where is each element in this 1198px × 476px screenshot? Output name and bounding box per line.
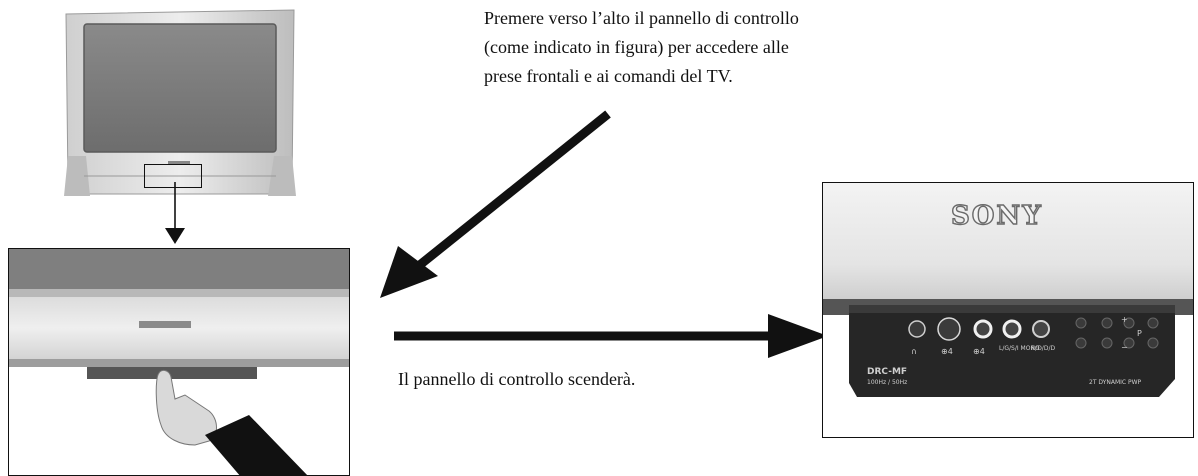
diagonal-arrow-shaft (413, 110, 611, 272)
panel-highlight-box (144, 164, 202, 188)
svideo-label: ⊕4 (941, 347, 953, 356)
audio-left-label: L/G/S/I MONO (999, 345, 1040, 352)
video-label: ⊕4 (973, 347, 985, 356)
finger-shape (155, 369, 217, 446)
diagonal-arrow (380, 110, 611, 298)
video-jack (973, 319, 993, 339)
closeup-open-drawing (823, 183, 1193, 437)
diagonal-arrow-head (380, 246, 438, 298)
button-p-label: P (1137, 329, 1142, 338)
audio-right-label: R/D/D/D (1031, 345, 1056, 352)
dynamic-label: 2T DYNAMIC PWP (1089, 379, 1142, 386)
button-plus-label: + (1121, 315, 1128, 324)
tv-front-illustration (60, 6, 300, 206)
closeup-press-drawing (9, 249, 349, 475)
brand-mark (139, 321, 191, 328)
closeup-open-panel: SONY ∩ ⊕4 ⊕4 L/G/S/I MONO R/D/D/D + P − … (822, 182, 1194, 438)
instruction-line-2: (come indicato in figura) per accedere a… (484, 37, 789, 57)
instruction-line-3: prese frontali e ai comandi del TV. (484, 66, 733, 86)
drc-mf-label: DRC-MF (867, 367, 908, 377)
headphone-label: ∩ (911, 347, 917, 356)
closeup-press-panel (8, 248, 350, 476)
svideo-jack (937, 317, 961, 341)
tv-drawing (64, 9, 296, 196)
sony-logo: SONY (950, 200, 1043, 231)
drc-mf-sublabel: 100Hz / 50Hz (867, 379, 908, 386)
audio-left-jack (1002, 319, 1022, 339)
control-panel-body (849, 313, 1175, 397)
button-minus-label: − (1121, 343, 1128, 352)
audio-right-jack (1032, 320, 1050, 338)
instruction-text: Premere verso l’alto il pannello di cont… (484, 4, 924, 91)
down-arrow-head (165, 228, 185, 244)
right-arrow (394, 314, 828, 358)
right-arrow-head (768, 314, 828, 358)
headphone-jack (908, 320, 926, 338)
result-caption: Il pannello di controllo scenderà. (398, 369, 636, 389)
instruction-line-1: Premere verso l’alto il pannello di cont… (484, 8, 799, 28)
sleeve-shape (205, 415, 308, 475)
down-arrow (165, 182, 185, 244)
